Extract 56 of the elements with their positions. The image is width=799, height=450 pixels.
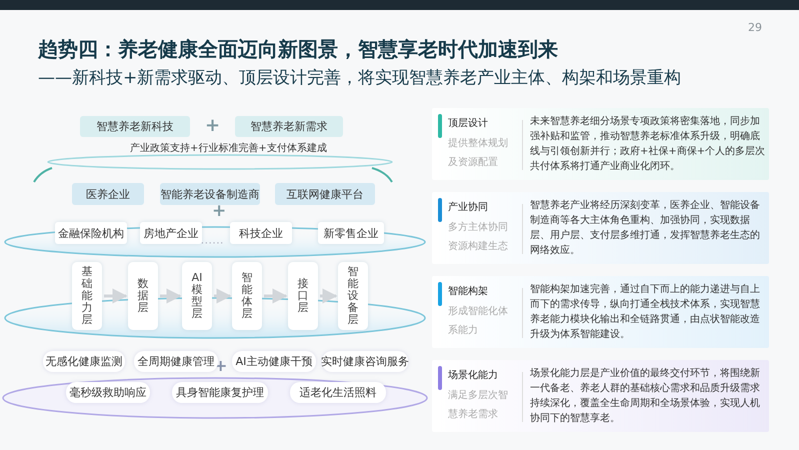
chevron-arrow xyxy=(214,288,232,304)
service-pill: 毫秒级救助响应 xyxy=(66,382,150,403)
layer-box xyxy=(182,262,212,330)
enterprise-box: 新零售企业 xyxy=(318,222,384,244)
service-pill: 全周期健康管理 xyxy=(134,351,218,372)
card-body: 未来智慧养老细分场景专项政策将密集落地，同步加强补贴和监管，推动智慧养老标准体系升级，明确底线与引领创新并行；政府+社保+商保+个人的多层次共付体系将打通产业商业化闭环。 xyxy=(530,114,766,174)
card-heading: 顶层设计 xyxy=(448,116,488,130)
plus-sign: + xyxy=(212,203,226,220)
layer-box xyxy=(338,262,368,330)
tech-box: 智慧养老新需求 xyxy=(235,116,343,137)
policy-text: 产业政策支持+行业标准完善+支付体系建成 xyxy=(130,144,327,154)
layer-label: 接口层 xyxy=(296,278,310,314)
enterprise-box: 科技企业 xyxy=(230,222,292,244)
card-body: 智慧养老产业将经历深刻变革，医养企业、智能设备制造商等各大主体角色重构、加强协同，实现数据层、用户层、支付层多维打通，发挥智慧养老生态的网络效应。 xyxy=(530,198,761,258)
info-card xyxy=(432,192,769,264)
card-body: 场景化能力层是产业价值的最终交付环节，将围绕新一代备老、养老人群的基础核心需求和品质升级需求持续深化，覆盖全生命周期和全场景体验，实现人机协同下的智慧享老。 xyxy=(530,366,761,426)
chevron-arrow xyxy=(320,288,338,304)
ellipsis: ······ xyxy=(201,240,224,249)
service-pill: AI主动健康干预 xyxy=(232,351,316,372)
page-number: 29 xyxy=(748,22,762,33)
layer-label: 智能设备层 xyxy=(346,266,360,326)
title: 趋势四：养老健康全面迈向新图景，智慧享老时代加速到来 xyxy=(38,36,558,63)
plus-sign: + xyxy=(205,117,220,135)
service-pill: 无感化健康监测 xyxy=(43,351,125,372)
chevron-arrow xyxy=(160,288,182,304)
service-pill: 实时健康咨询服务 xyxy=(322,351,408,372)
card-heading: 产业协同 xyxy=(448,200,488,214)
card-subtitle: 满足多层次智慧养老需求 xyxy=(448,388,509,422)
subtitle: ——新科技+新需求驱动、顶层设计完善，将实现智慧养老产业主体、构架和场景重构 xyxy=(38,67,682,89)
layer-box xyxy=(128,262,158,330)
layer-label: 智能体层 xyxy=(240,272,254,320)
card-subtitle: 形成智能化体系能力 xyxy=(448,304,509,338)
service-pill: 具身智能康复护理 xyxy=(172,382,268,403)
layer-box xyxy=(288,262,318,330)
card-heading: 场景化能力 xyxy=(448,368,498,382)
service-pill: 适老化生活照料 xyxy=(290,382,386,403)
chevron-arrow xyxy=(264,288,288,304)
layer-label: AI模型层 xyxy=(190,272,204,320)
info-card xyxy=(432,108,769,180)
enterprise-box: 金融保险机构 xyxy=(55,222,127,244)
layer-box xyxy=(72,262,102,330)
card-heading: 智能构架 xyxy=(448,284,488,298)
card-subtitle: 提供整体规划及资源配置 xyxy=(448,136,509,170)
enterprise-box: 智能养老设备制造商 xyxy=(160,183,260,205)
chevron-arrow xyxy=(104,288,128,304)
enterprise-box: 医养企业 xyxy=(72,183,144,205)
layer-label: 数据层 xyxy=(136,278,150,314)
layer-box xyxy=(232,262,262,330)
layer-label: 基础能力层 xyxy=(80,266,94,326)
enterprise-box: 房地产企业 xyxy=(140,222,202,244)
card-subtitle: 多方主体协同资源构建生态 xyxy=(448,220,509,254)
enterprise-box: 互联网健康平台 xyxy=(275,183,375,205)
info-card xyxy=(432,360,769,432)
tech-box: 智慧养老新科技 xyxy=(80,116,190,137)
info-card xyxy=(432,276,769,348)
card-body: 智能构架加速完善，通过自下而上的能力递进与自上而下的需求传导，纵向打通全栈技术体系，实现智慧养老能力模块化输出和全链路贯通，由点状智能改造升级为体系智能建设。 xyxy=(530,282,761,342)
